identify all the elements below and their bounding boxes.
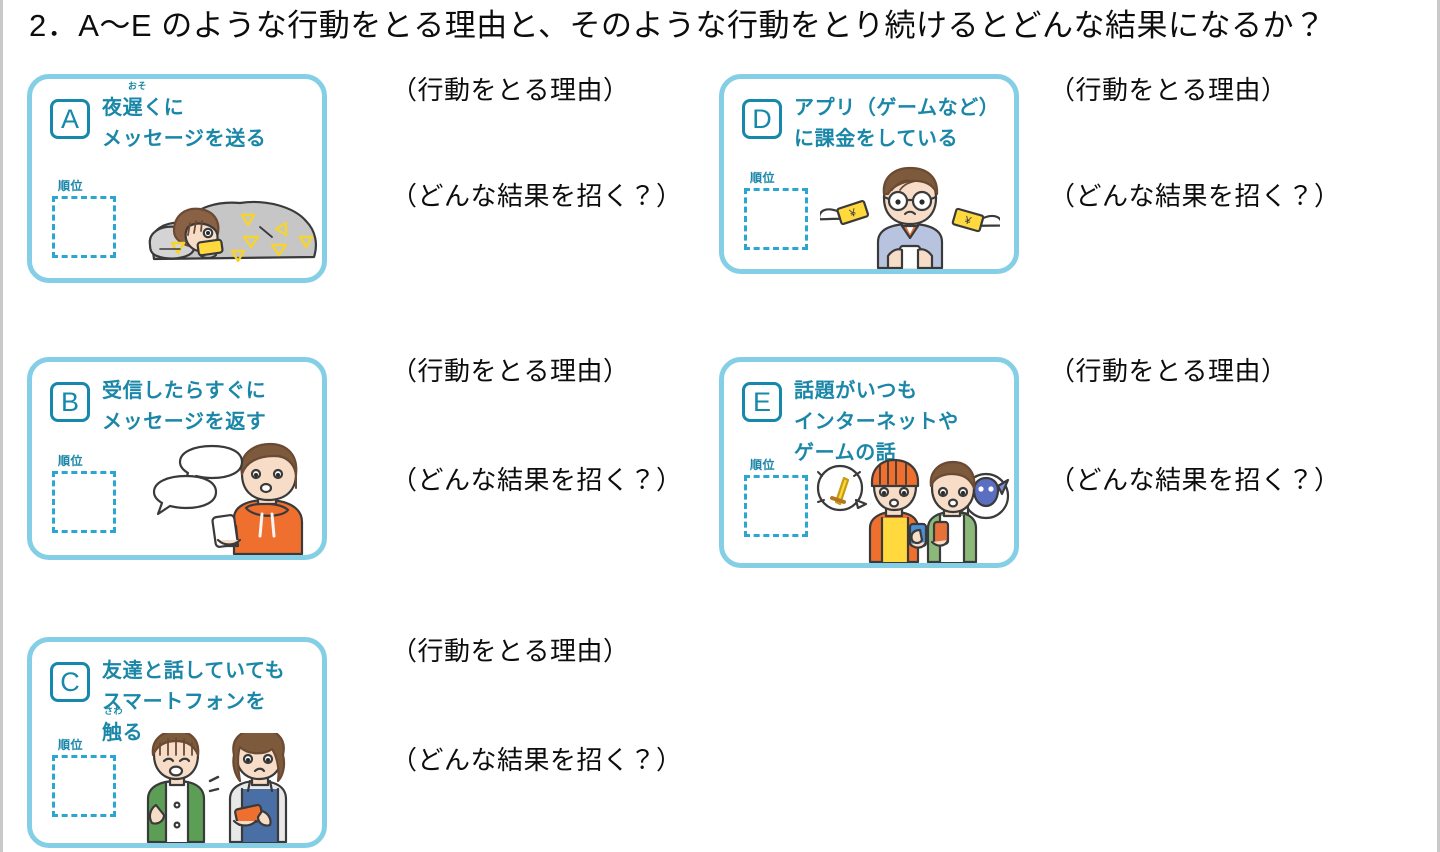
card-d-rank-label: 順位 — [750, 171, 776, 185]
card-b-title-text-2: メッセージを返す — [102, 411, 267, 433]
card-b-rank: 順位 — [52, 454, 116, 533]
card-b-letter-badge: B — [50, 382, 90, 422]
card-c-title-text-1: 友達と話していても — [102, 660, 286, 682]
prompt-b-reason: （行動をとる理由） — [391, 356, 630, 386]
card-b-title-text-1: 受信したらすぐに — [102, 380, 267, 402]
card-c-illustration — [126, 727, 316, 843]
prompt-b-result: （どんな結果を招く？） — [391, 465, 683, 495]
card-a-title-text-1: 夜遅くに — [102, 97, 185, 119]
card-d-rank: 順位 — [744, 171, 808, 250]
card-c-letter-badge: C — [50, 662, 90, 702]
card-a-illustration — [144, 167, 322, 272]
card-c-rank-label: 順位 — [58, 738, 84, 752]
card-d-title: アプリ（ゲームなど） に課金をしている — [794, 93, 999, 155]
card-c-header: C 友達と話していても スマートフォンを さわ 触る — [50, 656, 285, 749]
card-e-title: 話題がいつも インターネットや ゲームの話 — [794, 376, 959, 469]
prompt-a-reason: （行動をとる理由） — [391, 75, 630, 105]
card-c-rank: 順位 — [52, 738, 116, 817]
card-c-title-text-3: 触る — [102, 722, 144, 744]
card-b[interactable]: B 受信したらすぐに メッセージを返す 順位 — [27, 357, 327, 560]
svg-text:¥: ¥ — [847, 207, 858, 221]
card-a-rank: 順位 — [52, 179, 116, 258]
prompt-e-reason: （行動をとる理由） — [1049, 356, 1288, 386]
card-e-rank-box[interactable] — [744, 475, 808, 537]
card-a-header: A おそ 夜遅くに メッセージを送る — [50, 82, 267, 155]
card-e-header: E 話題がいつも インターネットや ゲームの話 — [742, 376, 959, 469]
card-e-title-text-2: インターネットや — [794, 411, 959, 433]
card-d-title-text-1: アプリ（ゲームなど） — [794, 97, 1000, 119]
card-b-header: B 受信したらすぐに メッセージを返す — [50, 376, 266, 438]
prompt-a-result: （どんな結果を招く？） — [391, 181, 683, 211]
card-a-title-line-1: おそ 夜遅くに — [102, 82, 266, 124]
card-a[interactable]: A おそ 夜遅くに メッセージを送る 順位 — [27, 74, 327, 283]
card-d-letter-badge: D — [742, 99, 782, 139]
prompt-c-reason: （行動をとる理由） — [391, 636, 630, 666]
card-e-illustration — [814, 458, 1014, 563]
prompt-c-result: （どんな結果を招く？） — [391, 745, 683, 775]
card-c[interactable]: C 友達と話していても スマートフォンを さわ 触る 順位 — [27, 637, 327, 848]
card-d-illustration: ¥ ¥ — [818, 164, 1003, 269]
card-a-title: おそ 夜遅くに メッセージを送る — [102, 82, 267, 155]
card-a-title-text-2: メッセージを送る — [102, 128, 267, 150]
card-c-title-line-3: さわ 触る — [102, 707, 285, 749]
card-a-rank-box[interactable] — [52, 196, 116, 258]
card-a-letter-badge: A — [50, 99, 90, 139]
prompt-d-reason: （行動をとる理由） — [1049, 75, 1288, 105]
card-d-header: D アプリ（ゲームなど） に課金をしている — [742, 93, 999, 155]
card-b-illustration — [138, 440, 318, 555]
prompt-e-result: （どんな結果を招く？） — [1049, 465, 1341, 495]
card-e[interactable]: E 話題がいつも インターネットや ゲームの話 順位 — [719, 357, 1019, 568]
card-c-title-text-2: スマートフォンを — [102, 691, 267, 713]
card-e-rank: 順位 — [744, 458, 808, 537]
card-b-rank-box[interactable] — [52, 471, 116, 533]
card-e-rank-label: 順位 — [750, 458, 776, 472]
card-d-title-text-2: に課金をしている — [794, 128, 959, 150]
card-d-rank-box[interactable] — [744, 188, 808, 250]
prompt-d-result: （どんな結果を招く？） — [1049, 181, 1341, 211]
card-c-title: 友達と話していても スマートフォンを さわ 触る — [102, 656, 285, 749]
svg-text:¥: ¥ — [962, 214, 973, 228]
page-title: 2．A〜E のような行動をとる理由と、そのような行動をとり続けるとどんな結果にな… — [29, 8, 1326, 43]
card-e-letter-badge: E — [742, 382, 782, 422]
card-d[interactable]: D アプリ（ゲームなど） に課金をしている 順位 — [719, 74, 1019, 274]
card-c-ruby: さわ — [104, 706, 124, 716]
card-b-title: 受信したらすぐに メッセージを返す — [102, 376, 266, 438]
card-b-rank-label: 順位 — [58, 454, 84, 468]
card-e-title-text-1: 話題がいつも — [794, 380, 918, 402]
card-a-rank-label: 順位 — [58, 179, 84, 193]
card-e-title-text-3: ゲームの話 — [794, 442, 897, 464]
card-c-rank-box[interactable] — [52, 755, 116, 817]
card-a-ruby: おそ — [128, 81, 148, 91]
